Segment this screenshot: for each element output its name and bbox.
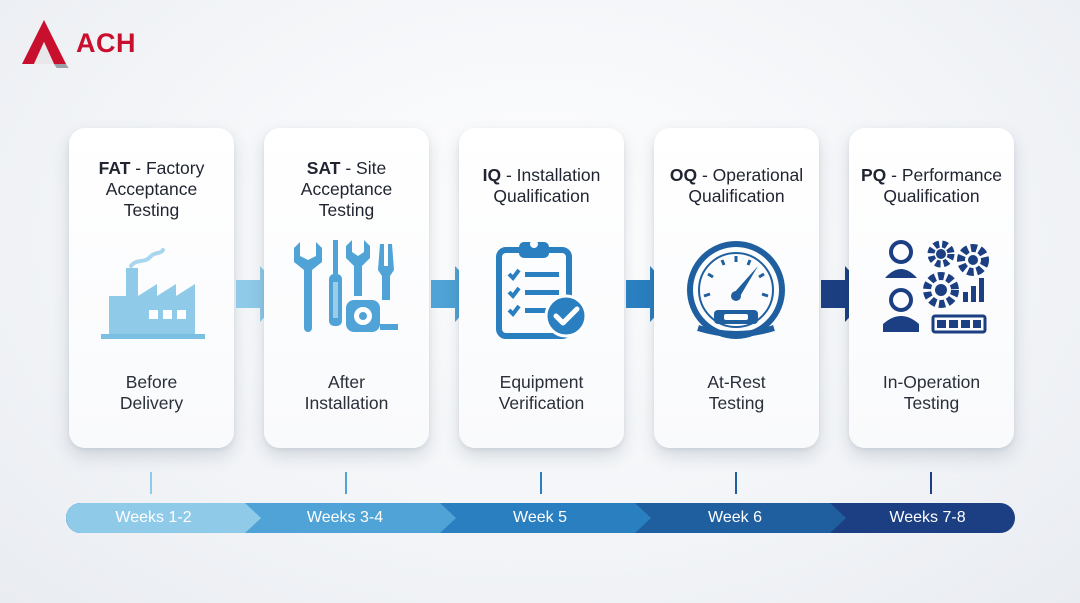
timeline-tick bbox=[930, 472, 932, 494]
stage-title-line3: Testing bbox=[318, 200, 375, 220]
stage-title-rest: - Performance bbox=[886, 165, 1003, 185]
stage-desc-line2: Delivery bbox=[119, 393, 184, 413]
stage-desc-line1: Equipment bbox=[499, 372, 584, 392]
stage-desc-line1: At-Rest bbox=[707, 372, 766, 392]
timeline-tick bbox=[345, 472, 347, 494]
stage-abbr: PQ bbox=[860, 165, 887, 185]
stage-desc: In-Operation Testing bbox=[849, 372, 1014, 414]
timeline-tick bbox=[540, 472, 542, 494]
flow-arrow-icon bbox=[431, 266, 481, 322]
stage-title-rest: - Installation bbox=[501, 165, 601, 185]
stage-desc: Equipment Verification bbox=[459, 372, 624, 414]
stage-title-rest: - Site bbox=[340, 158, 387, 178]
stage-desc: After Installation bbox=[264, 372, 429, 414]
stage-abbr: IQ bbox=[482, 165, 502, 185]
stage-abbr: SAT bbox=[306, 158, 341, 178]
stage-desc: Before Delivery bbox=[69, 372, 234, 414]
stage-card-iq: IQ - Installation Qualification Equipmen… bbox=[459, 128, 624, 448]
stage-title-line2: Qualification bbox=[688, 186, 785, 206]
stage-title: PQ - Performance Qualification bbox=[849, 165, 1014, 207]
tools-icon bbox=[294, 240, 398, 332]
timeline-label: Weeks 3-4 bbox=[306, 509, 384, 526]
flow-arrow-icon bbox=[236, 266, 286, 322]
logo-text: ACH bbox=[76, 27, 136, 58]
stage-desc: At-Rest Testing bbox=[654, 372, 819, 414]
stage-title: IQ - Installation Qualification bbox=[459, 165, 624, 207]
stage-title: OQ - Operational Qualification bbox=[654, 165, 819, 207]
ach-triangle-logo bbox=[22, 20, 69, 68]
flow-arrow-icon bbox=[626, 266, 676, 322]
stage-title: SAT - Site Acceptance Testing bbox=[264, 158, 429, 221]
stage-abbr: OQ bbox=[669, 165, 698, 185]
stage-abbr: FAT bbox=[98, 158, 131, 178]
timeline-label: Weeks 7-8 bbox=[889, 509, 966, 526]
stage-card-sat: SAT - Site Acceptance Testing After Inst… bbox=[264, 128, 429, 448]
stage-desc-line2: Testing bbox=[708, 393, 765, 413]
stage-desc-line2: Verification bbox=[498, 393, 585, 413]
gauge-icon bbox=[687, 241, 785, 339]
flow-arrow-icon bbox=[821, 266, 871, 322]
clipboard-check-icon bbox=[496, 240, 588, 339]
stage-title-rest: - Operational bbox=[697, 165, 804, 185]
stage-card-pq: PQ - Performance Qualification In-Operat… bbox=[849, 128, 1014, 448]
stage-title-line2: Qualification bbox=[493, 186, 590, 206]
team-gears-icon bbox=[883, 240, 989, 334]
timeline-tick bbox=[150, 472, 152, 494]
timeline-label: Week 5 bbox=[513, 509, 567, 526]
stage-title-line2: Acceptance bbox=[105, 179, 198, 199]
timeline-label: Weeks 1-2 bbox=[115, 509, 192, 526]
stage-desc-line2: Installation bbox=[304, 393, 389, 413]
stage-title-rest: - Factory bbox=[130, 158, 205, 178]
stage-title-line3: Testing bbox=[123, 200, 180, 220]
timeline-label: Week 6 bbox=[708, 509, 762, 526]
stage-desc-line1: After bbox=[328, 372, 365, 392]
stage-title: FAT - Factory Acceptance Testing bbox=[69, 158, 234, 221]
stage-card-fat: FAT - Factory Acceptance Testing Before … bbox=[69, 128, 234, 448]
timeline-bar bbox=[66, 503, 1015, 533]
factory-icon bbox=[101, 248, 205, 339]
timeline-tick bbox=[735, 472, 737, 494]
ach-logo: ACH bbox=[20, 18, 136, 68]
stage-desc-line1: Before bbox=[125, 372, 178, 392]
stage-desc-line2: Testing bbox=[903, 393, 960, 413]
stage-desc-line1: In-Operation bbox=[882, 372, 981, 392]
stage-title-line2: Qualification bbox=[883, 186, 980, 206]
stage-title-line2: Acceptance bbox=[300, 179, 393, 199]
stage-card-oq: OQ - Operational Qualification At-Rest T… bbox=[654, 128, 819, 448]
